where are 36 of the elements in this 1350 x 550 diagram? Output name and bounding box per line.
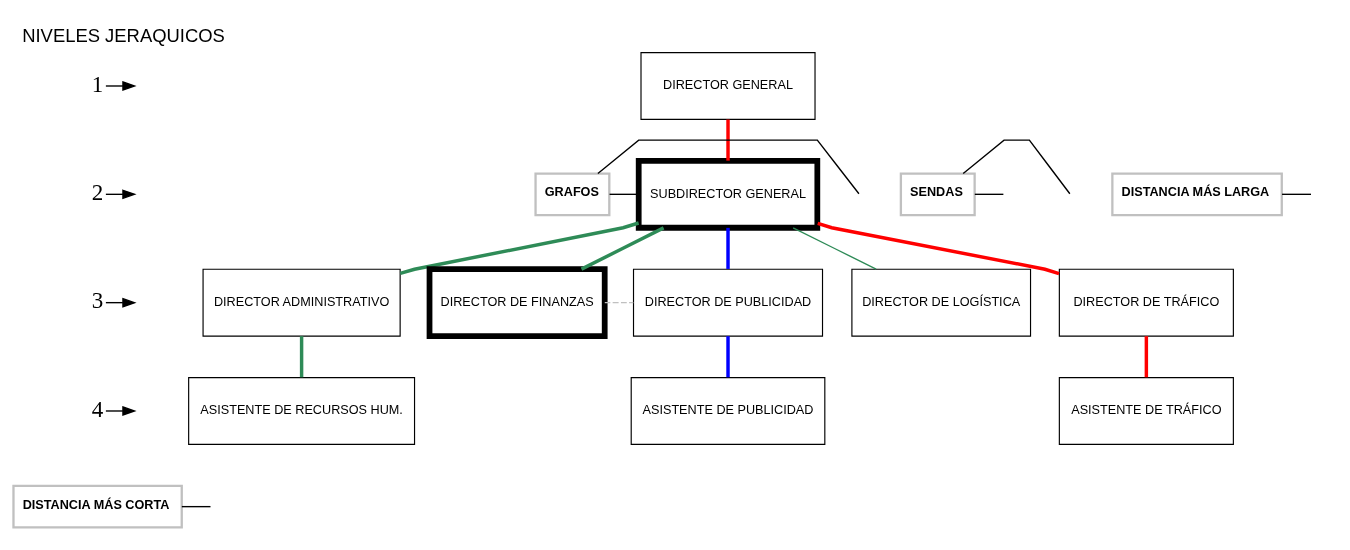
node-box: DIRECTOR DE PUBLICIDAD [632,268,824,337]
arrow [105,406,137,416]
connector [580,226,665,271]
node-box: DIRECTOR GENERAL [640,52,816,120]
connector [817,221,1060,276]
node-box: GRAFOS [534,172,611,217]
node-box: DIRECTOR DE FINANZAS [426,266,608,339]
node-box: ASISTENTE DE TRÁFICO [1058,377,1234,445]
node-box: DIRECTOR DE TRÁFICO [1058,268,1234,337]
node-box: SUBDIRECTOR GENERAL [635,158,821,231]
connector [974,193,1005,195]
connector [299,336,304,378]
node-text: 4 [91,395,104,422]
node-box: ASISTENTE DE PUBLICIDAD [630,377,826,445]
node-box: ASISTENTE DE RECURSOS HUM. [188,377,416,445]
node-text: 2 [91,179,104,206]
connector [597,139,860,195]
diagram-title: NIVELES JERAQUICOS [22,24,225,46]
node-box: DISTANCIA MÁS CORTA [12,484,183,529]
node-box: SENDAS [899,172,976,217]
connector [604,301,635,304]
connector [1281,193,1312,195]
node-box: DIRECTOR DE LOGÍSTICA [851,268,1032,337]
node-box: DIRECTOR ADMINISTRATIVO [202,268,401,337]
connector [399,221,640,275]
connector [962,139,1071,195]
connector [792,227,877,270]
node-text: 1 [91,70,104,97]
connector [1144,336,1149,378]
connector [726,227,730,269]
connector [181,505,212,508]
arrow [105,81,137,91]
node-box: DISTANCIA MÁS LARGA [1111,172,1283,217]
node-text: 3 [91,287,104,314]
connector [726,119,730,161]
connector [726,336,730,378]
